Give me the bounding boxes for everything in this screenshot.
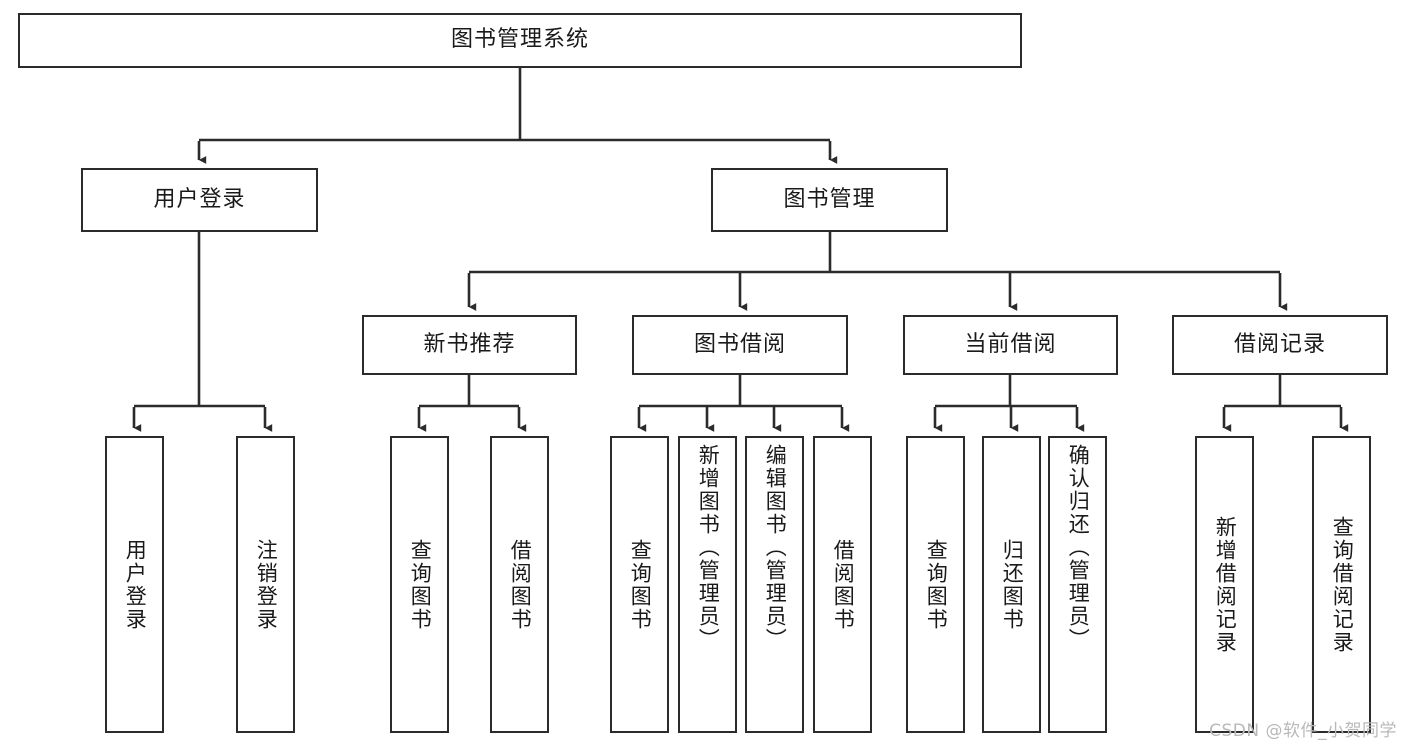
node-leaf-add-book[interactable]: 新增图书（管理员） <box>678 436 737 733</box>
node-leaf-return-book-label: 归还图书 <box>1000 538 1025 631</box>
node-leaf-query-record-label: 查询借阅记录 <box>1330 515 1355 654</box>
node-new-book-recommend-label: 新书推荐 <box>423 331 516 357</box>
node-book-borrow[interactable]: 图书借阅 <box>632 315 848 375</box>
node-leaf-logout-label: 注销登录 <box>254 538 279 631</box>
node-current-borrow-label: 当前借阅 <box>964 331 1057 357</box>
node-leaf-edit-book-label: 编辑图书（管理员） <box>763 444 788 651</box>
node-leaf-confirm-return[interactable]: 确认归还（管理员） <box>1048 436 1107 733</box>
node-leaf-borrow-book-rec[interactable]: 借阅图书 <box>490 436 549 733</box>
node-leaf-query-book-rec[interactable]: 查询图书 <box>390 436 449 733</box>
node-book-manage-label: 图书管理 <box>783 186 876 212</box>
node-leaf-query-book-cur[interactable]: 查询图书 <box>906 436 965 733</box>
node-leaf-return-book[interactable]: 归还图书 <box>982 436 1041 733</box>
node-leaf-logout[interactable]: 注销登录 <box>236 436 295 733</box>
node-borrow-record-label: 借阅记录 <box>1233 331 1326 357</box>
node-leaf-query-book-borrow-label: 查询图书 <box>628 538 653 631</box>
node-leaf-query-book-borrow[interactable]: 查询图书 <box>610 436 669 733</box>
node-root-label: 图书管理系统 <box>450 27 589 53</box>
node-user-login-label: 用户登录 <box>153 186 246 212</box>
node-leaf-user-login[interactable]: 用户登录 <box>105 436 164 733</box>
node-leaf-borrow-book-rec-label: 借阅图书 <box>508 538 533 631</box>
node-leaf-add-book-label: 新增图书（管理员） <box>696 444 721 651</box>
node-leaf-borrow-book-label: 借阅图书 <box>831 538 856 631</box>
node-leaf-edit-book[interactable]: 编辑图书（管理员） <box>745 436 804 733</box>
node-book-manage[interactable]: 图书管理 <box>711 168 948 232</box>
node-user-login[interactable]: 用户登录 <box>81 168 318 232</box>
node-root[interactable]: 图书管理系统 <box>18 13 1022 68</box>
node-leaf-query-record[interactable]: 查询借阅记录 <box>1312 436 1371 733</box>
node-leaf-borrow-book[interactable]: 借阅图书 <box>813 436 872 733</box>
node-leaf-query-book-cur-label: 查询图书 <box>924 538 949 631</box>
node-leaf-add-record[interactable]: 新增借阅记录 <box>1195 436 1254 733</box>
node-leaf-confirm-return-label: 确认归还（管理员） <box>1066 444 1091 651</box>
node-leaf-user-login-label: 用户登录 <box>123 538 148 631</box>
node-book-borrow-label: 图书借阅 <box>693 331 786 357</box>
node-leaf-add-record-label: 新增借阅记录 <box>1213 515 1238 654</box>
node-new-book-recommend[interactable]: 新书推荐 <box>362 315 577 375</box>
node-borrow-record[interactable]: 借阅记录 <box>1172 315 1388 375</box>
watermark: CSDN @软件_小贺同学 <box>1209 721 1397 741</box>
node-leaf-query-book-rec-label: 查询图书 <box>408 538 433 631</box>
node-current-borrow[interactable]: 当前借阅 <box>903 315 1118 375</box>
